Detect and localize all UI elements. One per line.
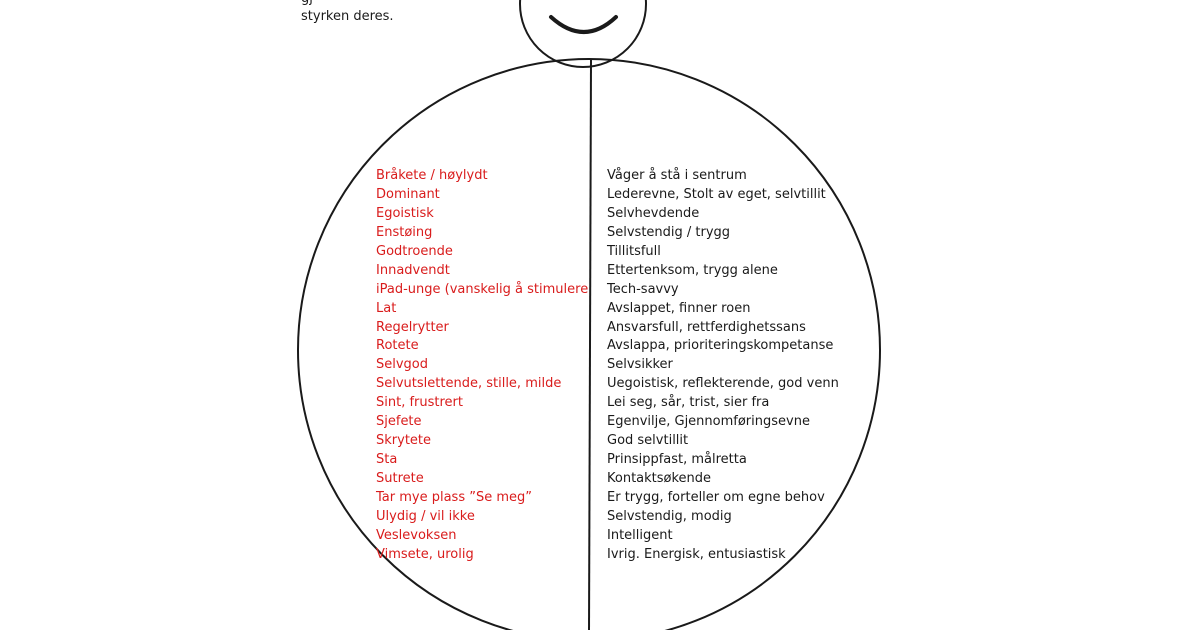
positive-trait-item: Prinsippfast, målretta <box>607 452 747 468</box>
negative-trait-item: Sutrete <box>376 471 424 486</box>
positive-trait-item: Er trygg, forteller om egne behov <box>607 489 825 505</box>
positive-trait-item: Ettertenksom, trygg alene <box>607 262 778 278</box>
negative-trait-item: Regelrytter <box>376 319 449 335</box>
negative-trait-item: Selvutslettende, stille, milde <box>376 376 562 392</box>
positive-trait-item: Selvsikker <box>607 357 673 373</box>
negative-trait-item: Sint, frustrert <box>376 395 463 411</box>
negative-trait-item: iPad-unge (vanskelig å stimulere <box>376 281 589 297</box>
negative-trait-item: Sjefete <box>376 414 422 430</box>
negative-trait-item: Sta <box>376 452 398 468</box>
positive-trait-item: Ansvarsfull, rettferdighetssans <box>607 319 806 335</box>
positive-trait-item: Uegoistisk, reflekterende, god venn <box>607 376 839 392</box>
positive-trait-item: Egenvilje, Gjennomføringsevne <box>607 414 810 430</box>
negative-trait-item: Ulydig / vil ikke <box>376 508 475 524</box>
positive-trait-item: Avslappet, finner roen <box>607 300 751 316</box>
negative-trait-item: Vimsete, urolig <box>376 546 474 562</box>
positive-trait-item: Tech-savvy <box>607 281 679 297</box>
negative-trait-item: Egoistisk <box>376 205 434 221</box>
negative-trait-item: Veslevoksen <box>376 527 457 543</box>
positive-trait-item: Ivrig. Energisk, entusiastisk <box>607 546 786 562</box>
positive-trait-item: Lederevne, Stolt av eget, selvtillit <box>607 186 826 202</box>
negative-traits-list: Bråkete / høylydt Dominant Egoistisk Ens… <box>376 167 588 565</box>
negative-trait-item: Godtroende <box>376 243 453 259</box>
negative-trait-item: Innadvendt <box>376 262 450 278</box>
positive-trait-item: Selvhevdende <box>607 205 700 221</box>
positive-trait-item: Lei seg, sår, trist, sier fra <box>607 395 770 411</box>
body-circle <box>297 58 881 630</box>
caption-text: gj styrken deres. <box>301 0 394 26</box>
negative-trait-item: Skrytete <box>376 433 432 449</box>
positive-trait-item: God selvtillit <box>607 433 689 449</box>
negative-trait-item: Rotete <box>376 338 419 354</box>
positive-trait-item: Tillitsfull <box>607 243 661 259</box>
positive-traits-list: Våger å stå i sentrum Lederevne, Stolt a… <box>607 167 839 565</box>
positive-trait-item: Kontaktsøkende <box>607 471 712 486</box>
negative-trait-item: Selvgod <box>376 357 429 373</box>
positive-trait-item: Våger å stå i sentrum <box>607 168 747 183</box>
negative-trait-item: Enstøing <box>376 224 433 240</box>
negative-trait-item: Bråkete / høylydt <box>376 168 488 183</box>
caption-line: gj <box>301 0 394 8</box>
head-circle <box>519 0 647 68</box>
divider-line <box>588 59 592 630</box>
positive-trait-item: Intelligent <box>607 527 673 543</box>
caption-line: styrken deres. <box>301 9 394 24</box>
negative-trait-item: Lat <box>376 300 397 316</box>
smile-mark <box>549 15 618 34</box>
negative-trait-item: Tar mye plass ”Se meg” <box>376 489 532 505</box>
positive-trait-item: Selvstendig / trygg <box>607 224 731 240</box>
positive-trait-item: Avslappa, prioriteringskompetanse <box>607 338 834 354</box>
negative-trait-item: Dominant <box>376 186 440 202</box>
positive-trait-item: Selvstendig, modig <box>607 508 732 524</box>
